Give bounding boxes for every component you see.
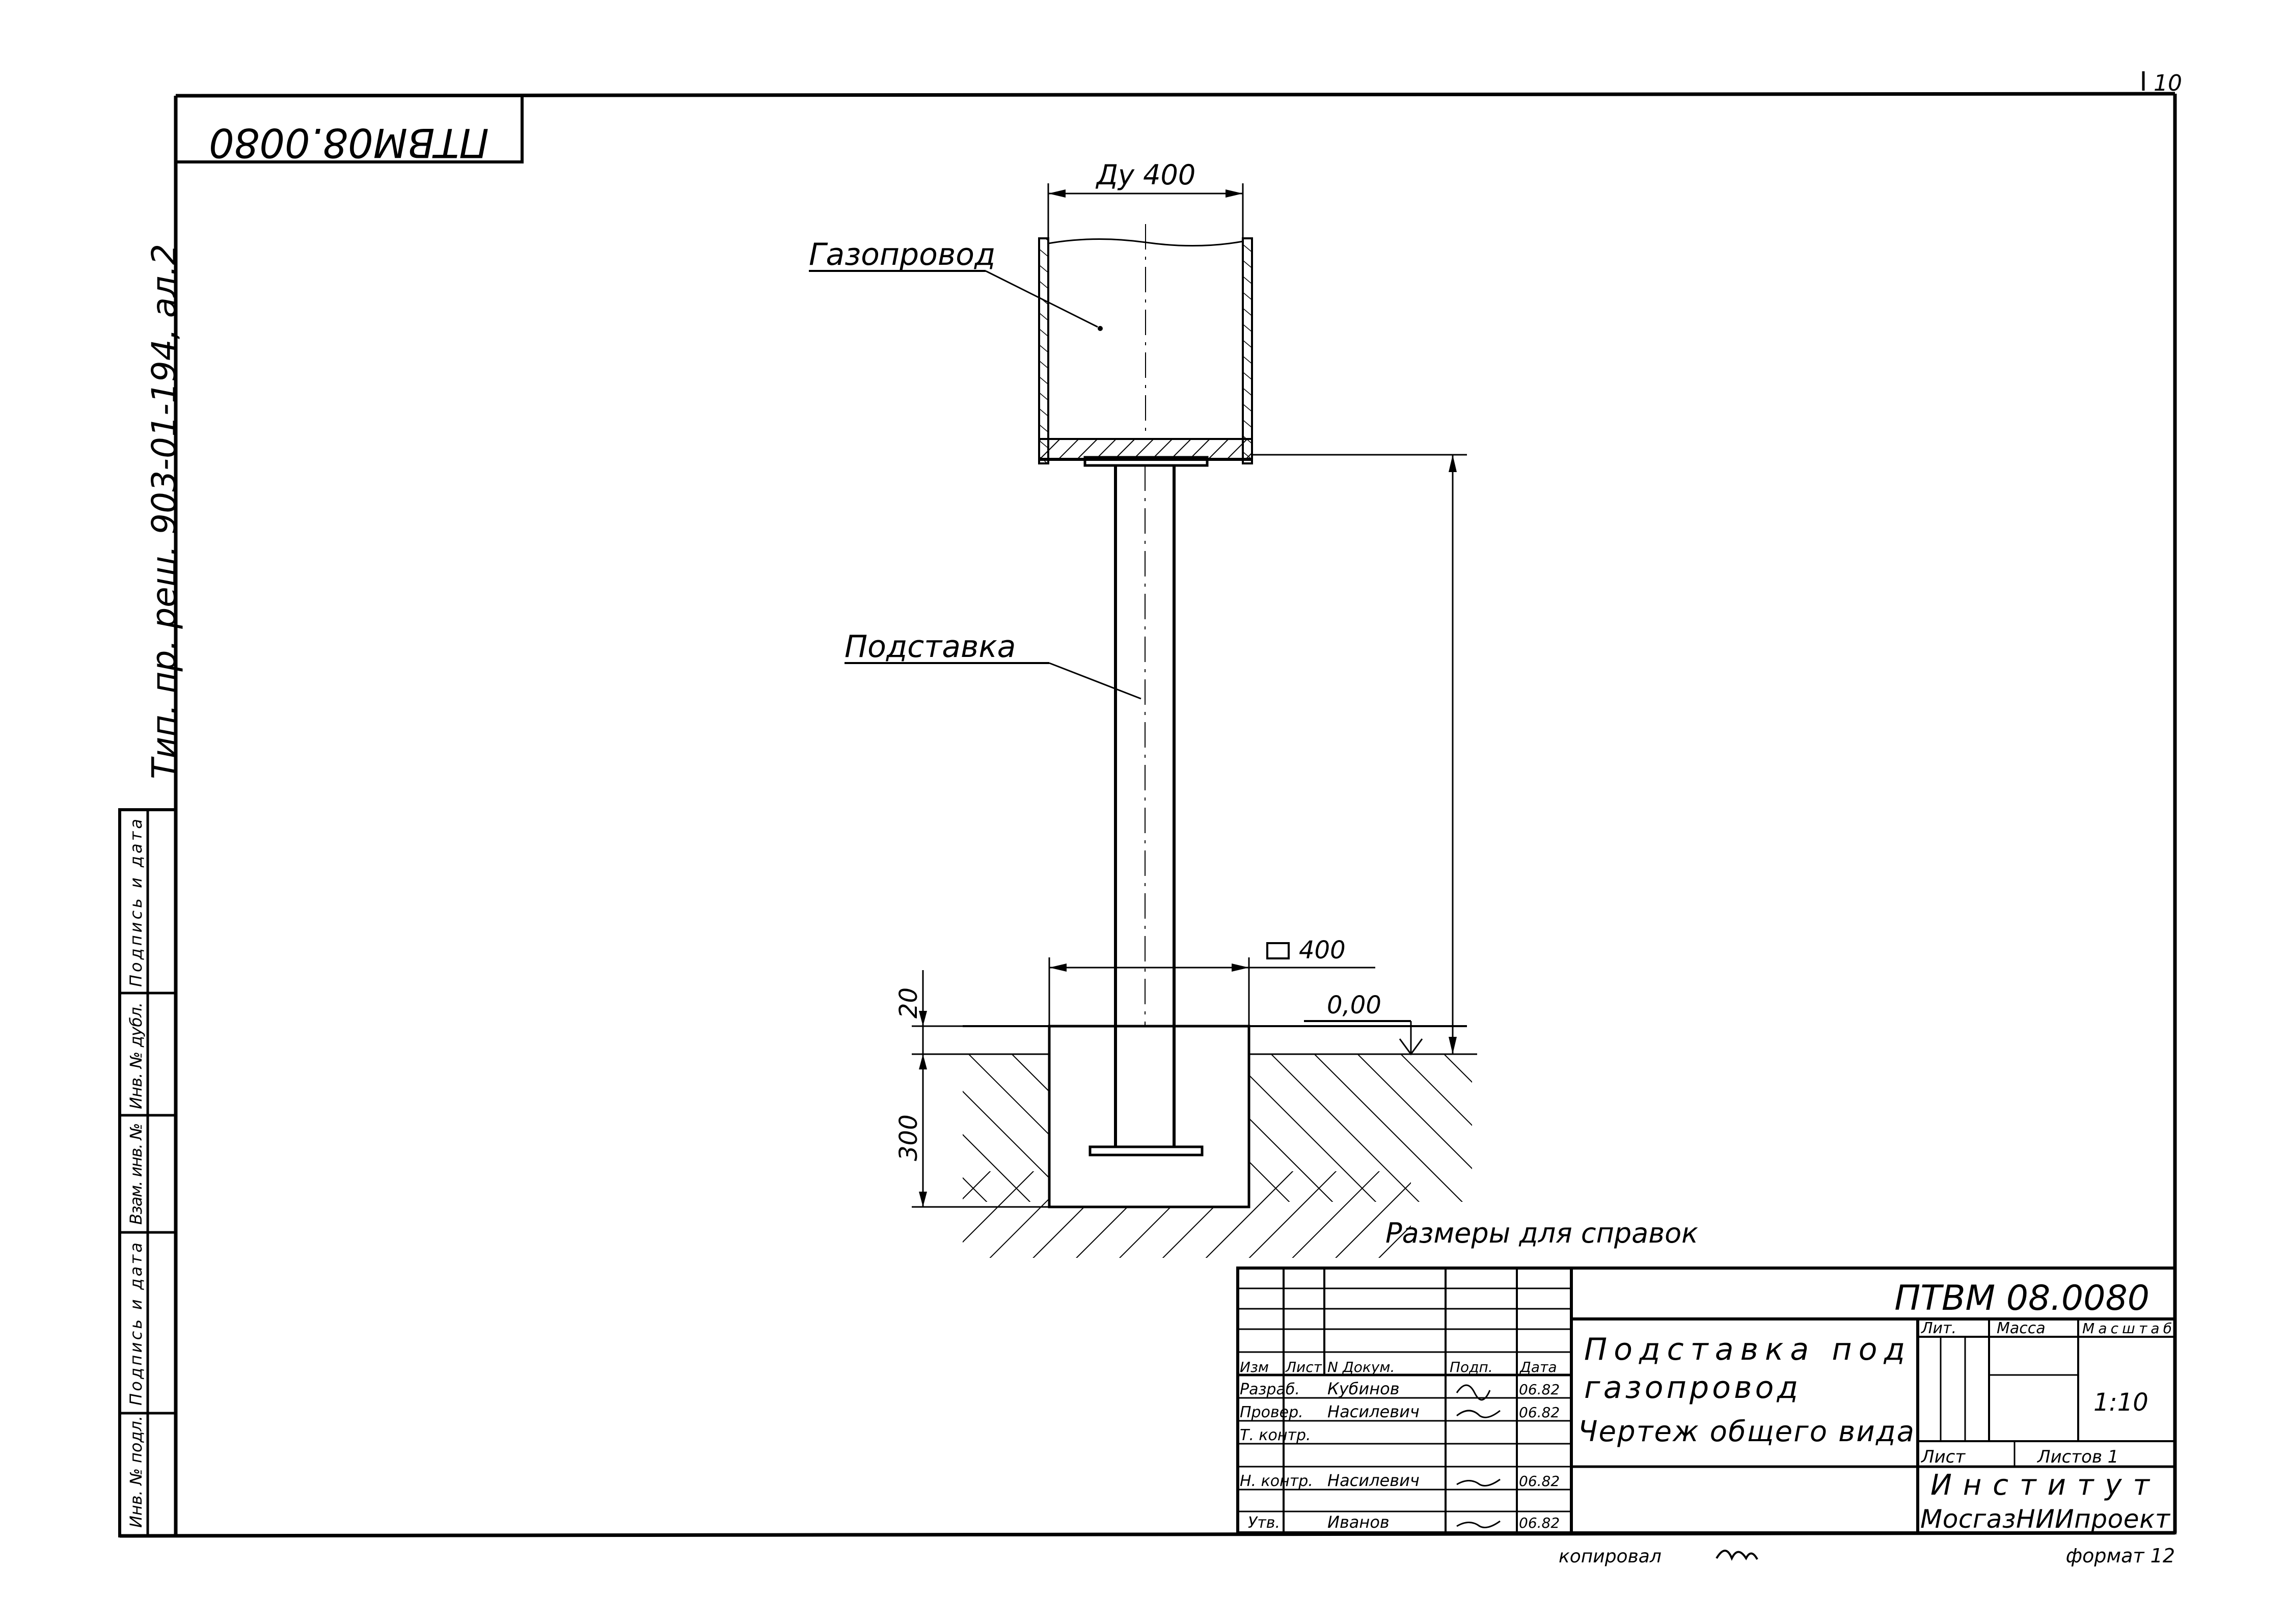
gas-pipe [1038,224,1253,464]
drawing-text: Дата [1519,1359,1557,1375]
drawing-text: Лит. [1921,1319,1956,1337]
drawing-text: Ду 400 [1096,159,1195,191]
drawing-text: Насилевич [1327,1402,1420,1421]
footer: копировал формат 12 [1559,1545,2175,1567]
side-table: Инв. № подл. Подпись и дата Взам. инв. №… [118,808,177,1537]
dim-vertical-left: 20 300 [894,970,1049,1208]
drawing-text: 06.82 [1519,1515,1560,1531]
drawing-text: Насилевич [1327,1471,1420,1490]
page-number: 10 [2142,70,2182,96]
dim-du: Ду 400 [1047,159,1244,238]
drawing-text: Подп. [1450,1359,1493,1375]
drawing-text: 0,00 [1327,991,1381,1020]
tb-title-line1: Подставка под [1584,1332,1905,1367]
drawing-text: Инв. № дубл. [126,1002,146,1109]
drawing-text: 06.82 [1519,1404,1560,1421]
drawing-text: Лист [1285,1359,1322,1375]
drawing-text: Утв. [1248,1514,1280,1532]
drawing-text: Иванов [1327,1512,1390,1532]
typical-project-note: Тип. пр. реш. 903-01-194, ал.2 [145,244,184,779]
label-support: Подставка [845,629,1141,700]
title-block: ПТВМ 08.0080 Подставка под газопровод Че… [1236,1267,2176,1534]
drawing-text: формат 12 [2066,1545,2175,1567]
tb-title-line2: газопровод [1584,1370,1798,1406]
foundation [963,1025,1472,1258]
drawing-text: 20 [894,987,923,1019]
drawing-text: Взам. инв. № [126,1123,146,1225]
dim-square: 400 [1048,936,1375,1026]
reference-note: Размеры для справок [1385,1217,1698,1249]
drawing-text: N Докум. [1327,1359,1395,1375]
stamp-code: ПТВМ08.0080 [209,119,489,165]
drawing-text: 400 [1299,936,1346,965]
tb-title-line3: Чертеж общего вида [1578,1415,1914,1448]
label-gas-pipe: Газопровод [809,237,1098,328]
drawing-text: Лист [1920,1447,1966,1467]
drawing-text: Инв. № подл. [126,1416,146,1528]
drawing-text: Листов 1 [2036,1447,2118,1467]
drawing-text: Подпись и дата [126,819,146,987]
drawing-text: 10 [2154,70,2182,96]
drawing-text: Подставка [845,629,1016,665]
tb-designation: ПТВМ 08.0080 [1894,1278,2149,1318]
signature-razrab [1456,1384,1491,1401]
dim-height [1249,454,1477,1055]
support-top-plate [1083,456,1209,467]
drawing-text: Разраб. [1240,1381,1300,1398]
drawing-text: МосгазНИИпроект [1920,1504,2171,1534]
rotated-stamp: ПТВМ08.0080 [176,96,524,165]
drawing-text: Масса [1997,1319,2046,1337]
drawing-text: 300 [894,1114,923,1161]
drawing-text: Н. контр. [1240,1472,1313,1490]
copier-signature [1716,1550,1758,1561]
assembly-drawing: Ду 400 Газопровод Подставка [809,159,1698,1258]
drawing-text: 06.82 [1519,1473,1560,1490]
signature-nkontr [1456,1478,1501,1487]
drawing-text: копировал [1559,1546,1662,1567]
drawing-text: Изм [1240,1359,1269,1375]
drawing-text: Т. контр. [1240,1426,1311,1444]
level-mark: 0,00 [1304,991,1423,1056]
drawing-text: Масштаб [2082,1320,2172,1337]
drawing-text: Кубинов [1327,1379,1400,1398]
signature-utv [1456,1520,1501,1528]
drawing-text: Газопровод [809,237,995,272]
drawing-text: Подпись и дата [126,1243,146,1406]
signature-prover [1456,1410,1501,1418]
drawing-text: 1:10 [2093,1388,2148,1417]
drawing-text: Провер. [1240,1403,1303,1421]
drawing-text: Институт [1930,1469,2150,1502]
drawing-text: 06.82 [1519,1381,1560,1398]
